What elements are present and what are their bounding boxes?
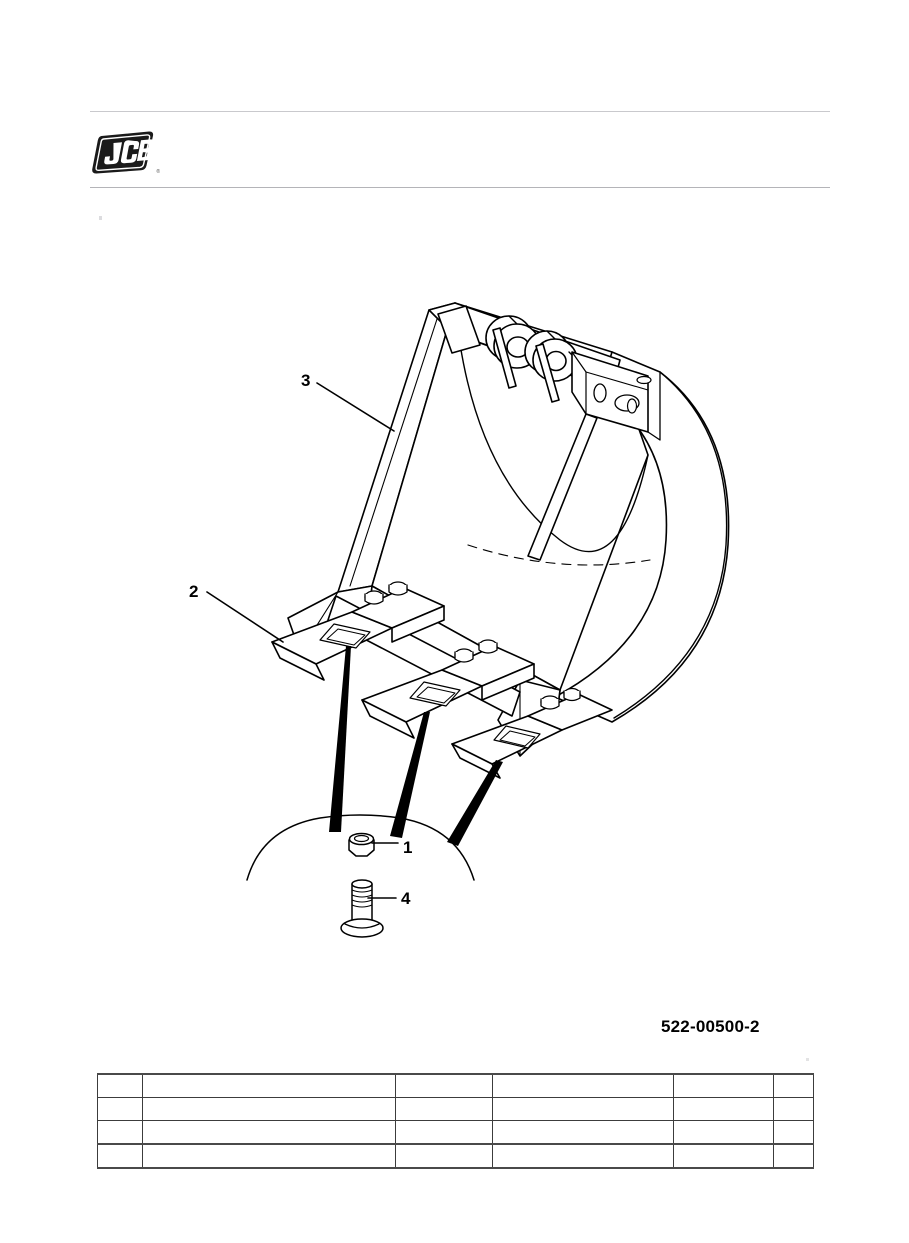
table-cell <box>492 1073 674 1098</box>
table-cell <box>492 1143 674 1169</box>
callout-label-1: 1 <box>403 838 413 857</box>
print-speck <box>99 216 102 220</box>
table-cell <box>773 1120 814 1145</box>
header-top-rule <box>90 111 830 112</box>
table-cell <box>142 1097 396 1121</box>
table-row <box>97 1097 814 1121</box>
table-cell <box>773 1143 814 1169</box>
table-cell <box>773 1073 814 1098</box>
table-cell <box>97 1073 143 1098</box>
header-bottom-rule <box>90 187 830 188</box>
table-row <box>97 1143 814 1169</box>
table-cell <box>492 1120 674 1145</box>
table-cell <box>395 1120 493 1145</box>
table-row <box>97 1073 814 1098</box>
table-cell <box>142 1073 396 1098</box>
table-cell <box>142 1120 396 1145</box>
parts-table-body <box>97 1073 814 1169</box>
table-cell <box>97 1120 143 1145</box>
table-cell <box>673 1120 774 1145</box>
table-cell <box>773 1097 814 1121</box>
callout-label-4: 4 <box>401 889 411 908</box>
table-cell <box>395 1143 493 1169</box>
print-speck <box>806 1058 809 1061</box>
table-cell <box>142 1143 396 1169</box>
table-cell <box>97 1143 143 1169</box>
table-cell <box>395 1097 493 1121</box>
callout-label-2: 2 <box>189 582 199 601</box>
table-cell <box>492 1097 674 1121</box>
table-cell <box>673 1097 774 1121</box>
table-cell <box>673 1143 774 1169</box>
jcb-logo: ® <box>89 130 160 175</box>
callout-label-3: 3 <box>301 371 311 390</box>
table-cell <box>395 1073 493 1098</box>
registered-mark-icon: ® <box>156 169 160 175</box>
table-cell <box>97 1097 143 1121</box>
figure-part-number: 522-00500-2 <box>661 1017 760 1036</box>
parts-table <box>97 1073 814 1169</box>
table-row <box>97 1120 814 1145</box>
table-cell <box>673 1073 774 1098</box>
